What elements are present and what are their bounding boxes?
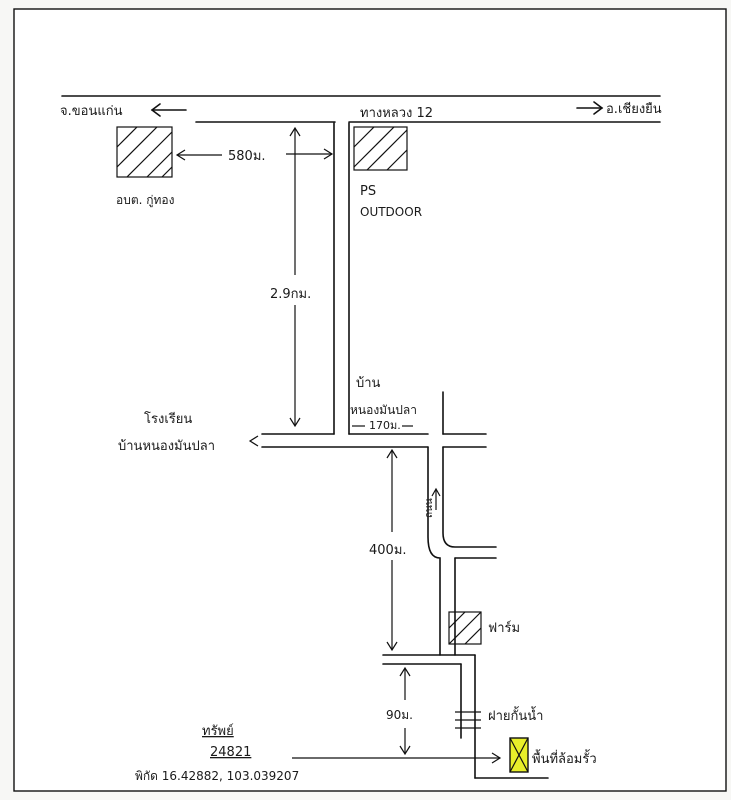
side-road-arrow-icon — [431, 487, 441, 510]
property-coordinates: พิกัด 16.42882, 103.039207 — [135, 769, 299, 783]
side-road-label: ถนน — [424, 498, 435, 518]
village-label-line2: หนองมันปลา — [350, 403, 417, 417]
road-down-left-edge — [427, 446, 441, 656]
office-label: อบต. กู่ทอง — [116, 193, 175, 208]
ps-outdoor-building-icon — [353, 126, 408, 171]
distance-90: 90ม. — [386, 708, 413, 722]
property-id: 24821 — [210, 745, 251, 760]
target-label: พื้นที่ล้อมรั้ว — [532, 749, 597, 767]
arrow-to-school-icon — [248, 435, 259, 447]
weir-icon — [455, 711, 481, 729]
farm-label: ฟาร์ม — [488, 620, 520, 636]
farm-building-icon — [448, 611, 482, 645]
weir-label: ฝายกั้นน้ำ — [488, 706, 543, 724]
dimension-400-arrow — [386, 448, 398, 652]
distance-400: 400ม. — [369, 543, 407, 558]
target-location-icon — [509, 737, 529, 773]
dimension-90-arrow — [399, 666, 411, 756]
page-frame — [13, 8, 727, 792]
office-building-icon — [116, 126, 173, 178]
dimension-580-arrow — [175, 148, 334, 161]
property-label: ทรัพย์ — [202, 723, 234, 739]
arrow-left-icon — [150, 103, 187, 117]
distance-580: 580ม. — [228, 149, 266, 164]
arrow-right-icon — [576, 101, 604, 115]
destination-left: จ.ขอนแก่น — [60, 104, 123, 119]
dimension-2.9km-arrow — [289, 126, 301, 428]
destination-right: อ.เชียงยืน — [606, 101, 662, 117]
school-label-line2: บ้านหนองมันปลา — [118, 439, 215, 454]
road-down-right-edge — [442, 446, 497, 548]
outdoor-label: OUTDOOR — [360, 205, 422, 219]
ps-label: PS — [360, 184, 376, 199]
school-label-line1: โรงเรียน — [144, 411, 192, 427]
highway-label: ทางหลวง 12 — [360, 106, 433, 121]
distance-2.9km: 2.9กม. — [270, 287, 311, 302]
pointer-arrow-icon — [292, 752, 502, 764]
distance-170: 170ม. — [369, 419, 401, 432]
village-label-line1: บ้าน — [356, 376, 381, 391]
